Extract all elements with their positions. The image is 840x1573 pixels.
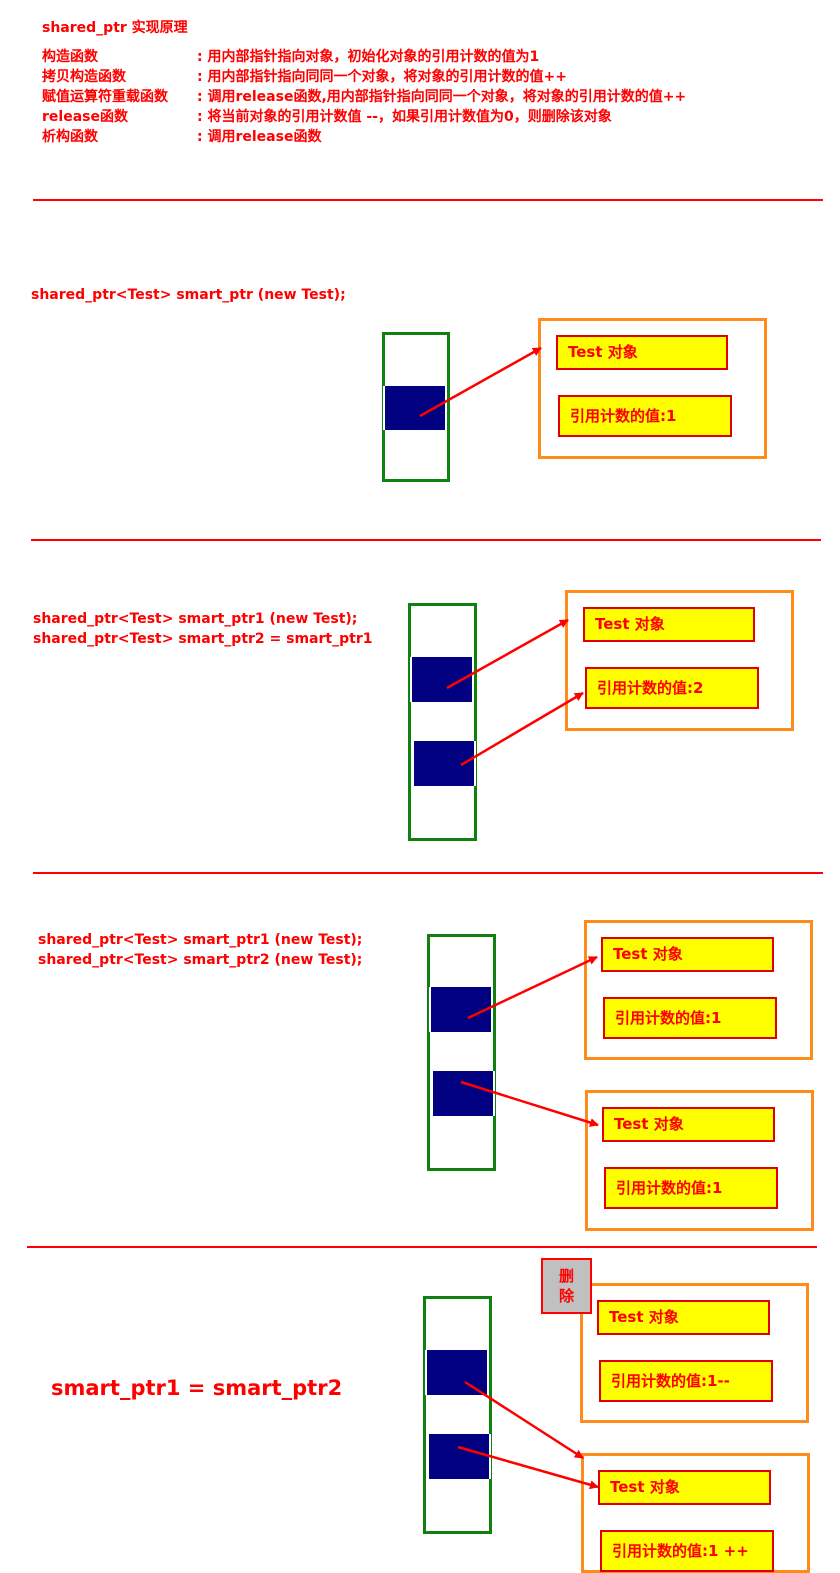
arrow-s2-b bbox=[460, 691, 584, 767]
section4-code: smart_ptr1 = smart_ptr2 bbox=[51, 1376, 343, 1400]
section3-object2-name: Test 对象 bbox=[602, 1107, 775, 1142]
row-term-copy-constructor: 拷贝构造函数 bbox=[42, 69, 126, 85]
delete-label-line1: 删 bbox=[558, 1267, 574, 1285]
arrow-s3-b bbox=[460, 1080, 599, 1127]
arrow-s4-b bbox=[457, 1445, 599, 1490]
separator-4 bbox=[27, 1246, 817, 1248]
row-desc-release: : 将当前对象的引用计数值 --，如果引用计数值为0，则删除该对象 bbox=[197, 109, 612, 125]
arrow-s1 bbox=[419, 346, 542, 418]
section3-object2-count: 引用计数的值:1 bbox=[604, 1167, 778, 1209]
arrow-s2-a bbox=[446, 618, 569, 690]
section3-object1-count: 引用计数的值:1 bbox=[603, 997, 777, 1039]
section4-pointer-cell-1 bbox=[427, 1350, 487, 1395]
section3-code-line1: shared_ptr<Test> smart_ptr1 (new Test); bbox=[38, 932, 363, 948]
page-title: shared_ptr 实现原理 bbox=[42, 20, 188, 36]
section1-code: shared_ptr<Test> smart_ptr (new Test); bbox=[31, 287, 346, 303]
section2-stack bbox=[408, 603, 477, 841]
section2-object-count: 引用计数的值:2 bbox=[585, 667, 759, 709]
delete-label-line2: 除 bbox=[558, 1287, 574, 1305]
arrow-s3-a bbox=[467, 955, 598, 1020]
section2-object-name: Test 对象 bbox=[583, 607, 755, 642]
separator-2 bbox=[31, 539, 821, 541]
section3-pointer-cell-1 bbox=[431, 987, 491, 1032]
row-desc-destructor: : 调用release函数 bbox=[197, 129, 322, 145]
section3-code-line2: shared_ptr<Test> smart_ptr2 (new Test); bbox=[38, 952, 363, 968]
row-term-release: release函数 bbox=[42, 109, 128, 125]
separator-3 bbox=[33, 872, 823, 874]
section3-object1-name: Test 对象 bbox=[601, 937, 774, 972]
section4-object1-count: 引用计数的值:1-- bbox=[599, 1360, 773, 1402]
section4-stack bbox=[423, 1296, 492, 1534]
section2-code-line1: shared_ptr<Test> smart_ptr1 (new Test); bbox=[33, 611, 358, 627]
section4-object2-name: Test 对象 bbox=[598, 1470, 771, 1505]
section3-stack bbox=[427, 934, 496, 1171]
section4-pointer-cell-2 bbox=[429, 1434, 489, 1479]
section4-object1-name: Test 对象 bbox=[597, 1300, 770, 1335]
section3-pointer-cell-2 bbox=[433, 1071, 493, 1116]
arrow-s4-a bbox=[464, 1380, 584, 1460]
delete-label: 删 除 bbox=[541, 1258, 592, 1314]
section1-object-count: 引用计数的值:1 bbox=[558, 395, 732, 437]
row-desc-constructor: : 用内部指针指向对象，初始化对象的引用计数的值为1 bbox=[197, 49, 540, 65]
row-term-destructor: 析构函数 bbox=[42, 129, 98, 145]
separator-1 bbox=[33, 199, 823, 201]
row-desc-assignment: : 调用release函数,用内部指针指向同同一个对象，将对象的引用计数的值++ bbox=[197, 89, 687, 105]
row-desc-copy-constructor: : 用内部指针指向同同一个对象，将对象的引用计数的值++ bbox=[197, 69, 567, 85]
section1-object-name: Test 对象 bbox=[556, 335, 728, 370]
section2-code-line2: shared_ptr<Test> smart_ptr2 = smart_ptr1 bbox=[33, 631, 373, 647]
row-term-assignment: 赋值运算符重载函数 bbox=[42, 89, 168, 105]
row-term-constructor: 构造函数 bbox=[42, 49, 98, 65]
